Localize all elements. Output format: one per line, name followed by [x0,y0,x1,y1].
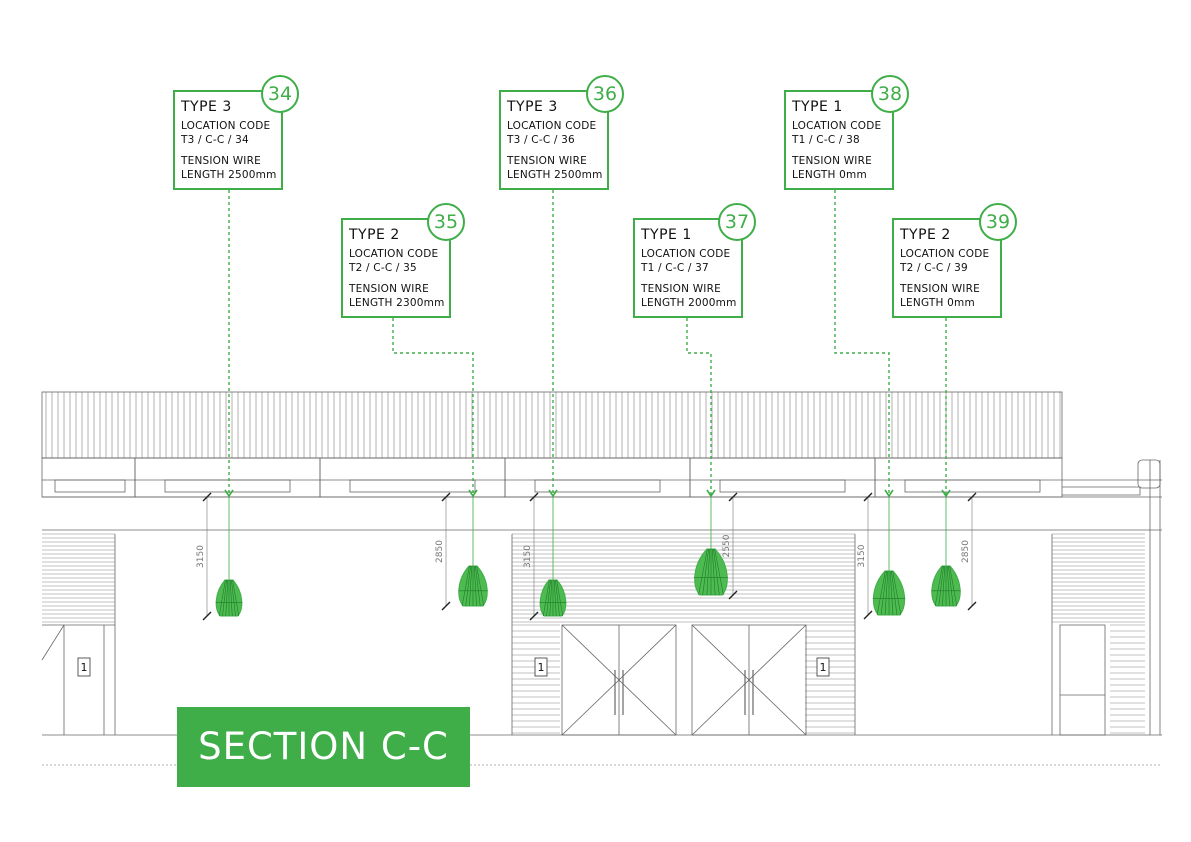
leader-arrow [941,489,951,498]
callout-type: TYPE 3 [507,99,558,115]
callout-number-37: 37 [718,203,756,241]
door-marker-box [77,657,91,677]
callout-number-35: 35 [427,203,465,241]
door-marker-label: 1 [81,661,88,674]
wire-length: LENGTH 2500mm [181,169,277,181]
location-code: T1 / C-C / 38 [792,134,860,146]
wire-label: TENSION WIRE [507,155,587,167]
pendant-lamp [694,548,728,596]
callout-number-34: 34 [261,75,299,113]
callout-number-38: 38 [871,75,909,113]
pendant-lamp [458,565,488,607]
dimension-label: 2850 [961,540,971,563]
leader-arrow [706,489,716,498]
section-title: SECTION C-C [177,707,470,787]
pendant-wires [228,497,947,580]
callout-38: TYPE 1 LOCATION CODE T1 / C-C / 38 TENSI… [784,90,894,190]
location-label: LOCATION CODE [181,120,271,132]
location-label: LOCATION CODE [900,248,990,260]
callout-number-39: 39 [979,203,1017,241]
canopy-screen [41,391,1063,459]
dimension-label: 3150 [523,545,533,568]
leader-lines [224,190,951,498]
wire-length: LENGTH 2300mm [349,297,445,309]
location-label: LOCATION CODE [507,120,597,132]
callout-35: TYPE 2 LOCATION CODE T2 / C-C / 35 TENSI… [341,218,451,318]
door-marker-box [534,657,548,677]
dimension-label: 2850 [435,540,445,563]
leader-arrow [884,489,894,498]
location-code: T3 / C-C / 34 [181,134,249,146]
location-code: T2 / C-C / 39 [900,262,968,274]
callout-34: TYPE 3 LOCATION CODE T3 / C-C / 34 TENSI… [173,90,283,190]
location-code: T2 / C-C / 35 [349,262,417,274]
wire-length: LENGTH 0mm [900,297,975,309]
leader-arrow [224,489,234,498]
callout-type: TYPE 2 [349,227,400,243]
leader-line [686,318,712,496]
pendant-lamps [215,548,961,617]
wire-label: TENSION WIRE [641,283,721,295]
leader-arrow [468,489,478,498]
wire-length: LENGTH 2500mm [507,169,603,181]
dimension-label: 3150 [196,545,206,568]
pendant-lamp [931,565,961,607]
location-label: LOCATION CODE [349,248,439,260]
callout-type: TYPE 2 [900,227,951,243]
pendant-lamp [215,579,243,617]
dimension-lines: 3150 2850 3150 2550 3150 2850 [196,492,977,621]
dimension-label: 3150 [857,544,867,567]
leader-arrow [548,489,558,498]
pendant-lamp [539,579,567,617]
location-code: T1 / C-C / 37 [641,262,709,274]
callout-type: TYPE 3 [181,99,232,115]
location-label: LOCATION CODE [792,120,882,132]
wire-length: LENGTH 0mm [792,169,867,181]
callout-37: TYPE 1 LOCATION CODE T1 / C-C / 37 TENSI… [633,218,743,318]
location-label: LOCATION CODE [641,248,731,260]
dimension-label: 2550 [722,534,732,557]
door-marker-label: 1 [820,661,827,674]
wire-label: TENSION WIRE [792,155,872,167]
callout-type: TYPE 1 [792,99,843,115]
pendant-lamp [872,570,906,616]
wire-label: TENSION WIRE [349,283,429,295]
door-markers: 1 1 1 [77,657,830,677]
wire-length: LENGTH 2000mm [641,297,737,309]
wire-label: TENSION WIRE [900,283,980,295]
callout-number-36: 36 [586,75,624,113]
door-marker-label: 1 [538,661,545,674]
location-code: T3 / C-C / 36 [507,134,575,146]
callout-type: TYPE 1 [641,227,692,243]
wire-label: TENSION WIRE [181,155,261,167]
door-marker-box [816,657,830,677]
leader-line [834,190,890,496]
leader-line [392,318,474,496]
